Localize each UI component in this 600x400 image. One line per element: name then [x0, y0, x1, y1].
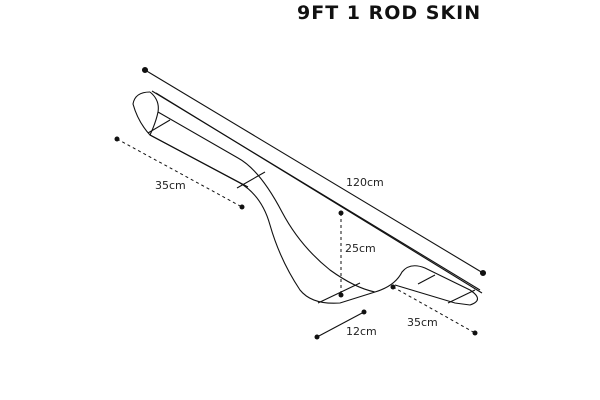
- product-title: 9FT 1 ROD SKIN: [297, 2, 482, 24]
- right-pocket-label: 35cm: [407, 316, 438, 329]
- skin-outline: [132, 91, 479, 306]
- length-label: 120cm: [346, 176, 384, 189]
- depth-label: 12cm: [346, 325, 377, 338]
- dimension-length: [141, 66, 487, 277]
- dimension-right-pocket: [392, 286, 476, 334]
- dimension-depth: [316, 311, 365, 338]
- height-label: 25cm: [345, 242, 376, 255]
- left-pocket-label: 35cm: [155, 179, 186, 192]
